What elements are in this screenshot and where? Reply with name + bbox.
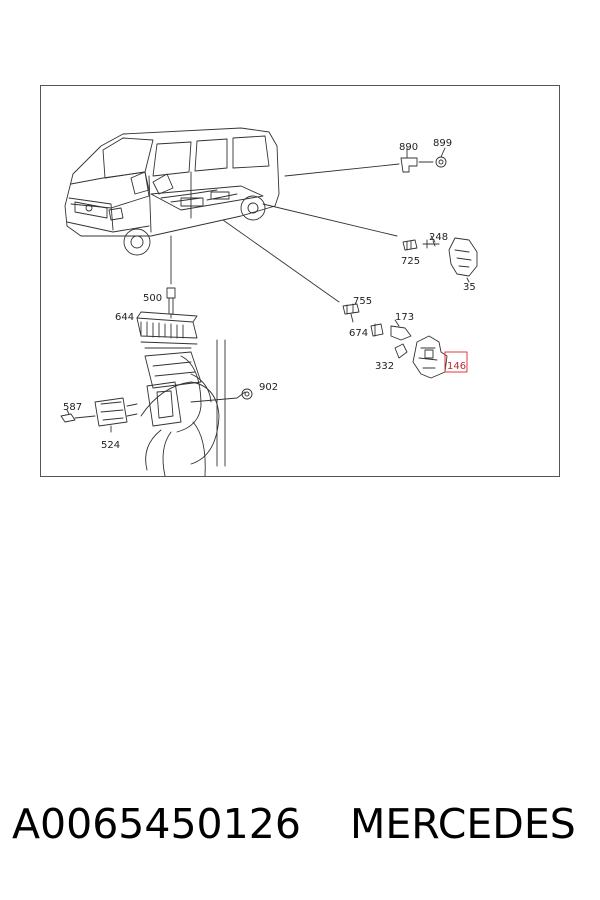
part-248-725-35: [402, 235, 478, 283]
callout-173: 173: [395, 312, 414, 323]
parts-diagram-drawing: 890 899 248 725 35 755 173 674 332 146 5…: [60, 127, 478, 477]
van-illustration: [64, 127, 280, 256]
callout-890: 890: [399, 142, 418, 153]
callout-725: 725: [401, 256, 420, 267]
callout-35: 35: [463, 282, 476, 293]
parts-diagram: 890 899 248 725 35 755 173 674 332 146 5…: [40, 85, 560, 477]
callout-674: 674: [349, 328, 368, 339]
callout-146-highlight: [444, 351, 468, 373]
leader-line: [284, 163, 400, 177]
callout-587: 587: [63, 402, 82, 413]
part-755-674-173-332-146: [342, 303, 448, 379]
callout-500: 500: [143, 293, 162, 304]
leader-line: [222, 219, 340, 303]
leader-line: [262, 203, 398, 237]
footer: A0065450126 MERCEDES: [0, 800, 600, 864]
callout-146: 146: [447, 361, 466, 372]
callout-524: 524: [101, 440, 120, 451]
callout-248: 248: [429, 232, 448, 243]
harness-assembly: [140, 339, 253, 477]
callout-899: 899: [433, 138, 452, 149]
callout-644: 644: [115, 312, 134, 323]
callout-755: 755: [353, 296, 372, 307]
brand-name: MERCEDES: [350, 800, 576, 848]
callout-332: 332: [375, 361, 394, 372]
part-644: [136, 311, 198, 349]
callout-902: 902: [259, 382, 278, 393]
part-587-524: [60, 397, 138, 433]
part-number: A0065450126: [12, 800, 301, 848]
part-890-899: [400, 147, 447, 173]
